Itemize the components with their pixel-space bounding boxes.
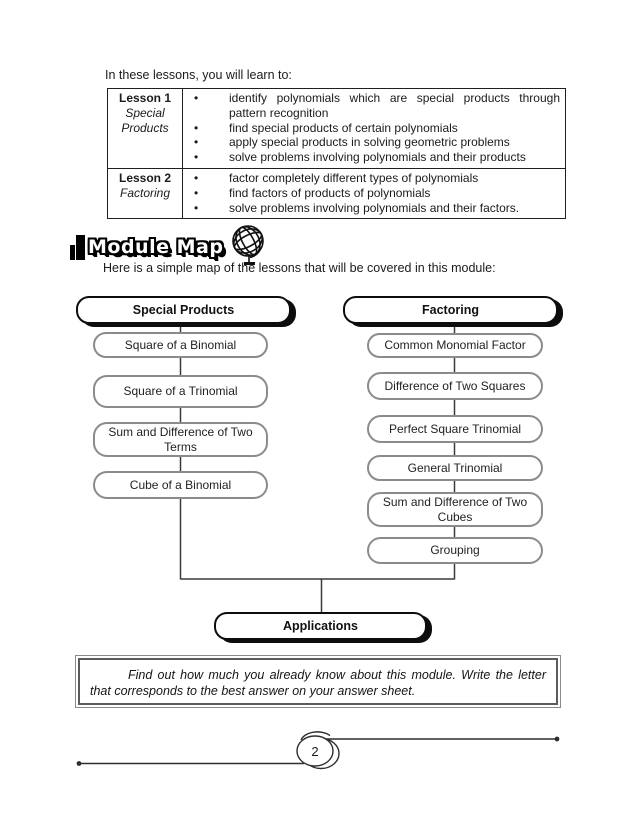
- footer-right-dot: [554, 736, 560, 742]
- page-number-circle: [296, 735, 334, 767]
- flowchart-node-square-of-a-trinomial: Square of a Trinomial: [93, 375, 268, 408]
- bullet-icon: •: [194, 91, 199, 105]
- lesson-1-objectives-cell: • identify polynomials which are special…: [182, 88, 566, 169]
- map-description: Here is a simple map of the lessons that…: [103, 261, 496, 275]
- lesson-2-label: Lesson 2: [118, 170, 172, 185]
- flowchart-node-difference-of-two-squares: Difference of Two Squares: [367, 372, 543, 400]
- list-item: • find factors of products of polynomial…: [194, 185, 431, 200]
- note-text: Find out how much you already know about…: [78, 658, 558, 705]
- flowchart-node-sum-and-difference-of-two-terms: Sum and Difference of Two Terms: [93, 422, 268, 457]
- bullet-icon: •: [194, 185, 199, 200]
- bullet-icon: •: [194, 170, 199, 185]
- flowchart-header-factoring: Factoring: [343, 296, 558, 324]
- footer-rule: 2: [76, 731, 560, 770]
- lesson-1-subtitle: Special Products: [121, 105, 169, 135]
- lesson-2-objectives-cell: • factor completely different types of p…: [182, 167, 566, 220]
- module-map-title: Module Map: [88, 236, 224, 258]
- flowchart-node-square-of-a-binomial: Square of a Binomial: [93, 332, 268, 358]
- footer-page-number: 2: [311, 744, 318, 759]
- lesson-2-cell: Lesson 2 Factoring: [107, 167, 183, 220]
- bullet-icon: •: [194, 120, 199, 135]
- flowchart-node-cube-of-a-binomial: Cube of a Binomial: [93, 471, 268, 499]
- bullet-icon: •: [194, 200, 199, 215]
- module-map-heading: Module Map: [70, 224, 272, 270]
- list-item: • factor completely different types of p…: [194, 170, 479, 185]
- bar-icon: [70, 235, 85, 260]
- objectives-table: Lesson 1 Special Products • identify pol…: [107, 88, 566, 220]
- flowchart-node-perfect-square-trinomial: Perfect Square Trinomial: [367, 415, 543, 443]
- list-item: • solve problems involving polynomials a…: [194, 200, 520, 215]
- lesson-1-cell: Lesson 1 Special Products: [107, 88, 183, 169]
- bullet-icon: •: [194, 135, 199, 150]
- bullet-icon: •: [194, 150, 199, 165]
- list-item: • find special products of certain polyn…: [194, 120, 458, 135]
- flowchart-node-general-trinomial: General Trinomial: [367, 455, 543, 481]
- list-item: • identify polynomials which are special…: [194, 91, 560, 120]
- flowchart-node-common-monomial-factor: Common Monomial Factor: [367, 333, 543, 358]
- list-item: • solve problems involving polynomials a…: [194, 150, 526, 165]
- flowchart-node-grouping: Grouping: [367, 537, 543, 564]
- intro-text: In these lessons, you will learn to:: [105, 68, 292, 82]
- globe-icon: [232, 225, 265, 265]
- list-item: • apply special products in solving geom…: [194, 135, 510, 150]
- lesson-1-label: Lesson 1: [118, 91, 172, 105]
- flowchart-node-applications: Applications: [214, 612, 427, 640]
- flowchart-header-special-products: Special Products: [76, 296, 291, 324]
- flowchart-node-sum-and-difference-of-two-cubes: Sum and Difference of Two Cubes: [367, 492, 543, 527]
- table-row: Lesson 1 Special Products • identify pol…: [107, 88, 566, 169]
- lesson-2-subtitle: Factoring: [119, 185, 171, 200]
- table-row: Lesson 2 Factoring • factor completely d…: [107, 167, 566, 220]
- note-box: Find out how much you already know about…: [75, 655, 561, 708]
